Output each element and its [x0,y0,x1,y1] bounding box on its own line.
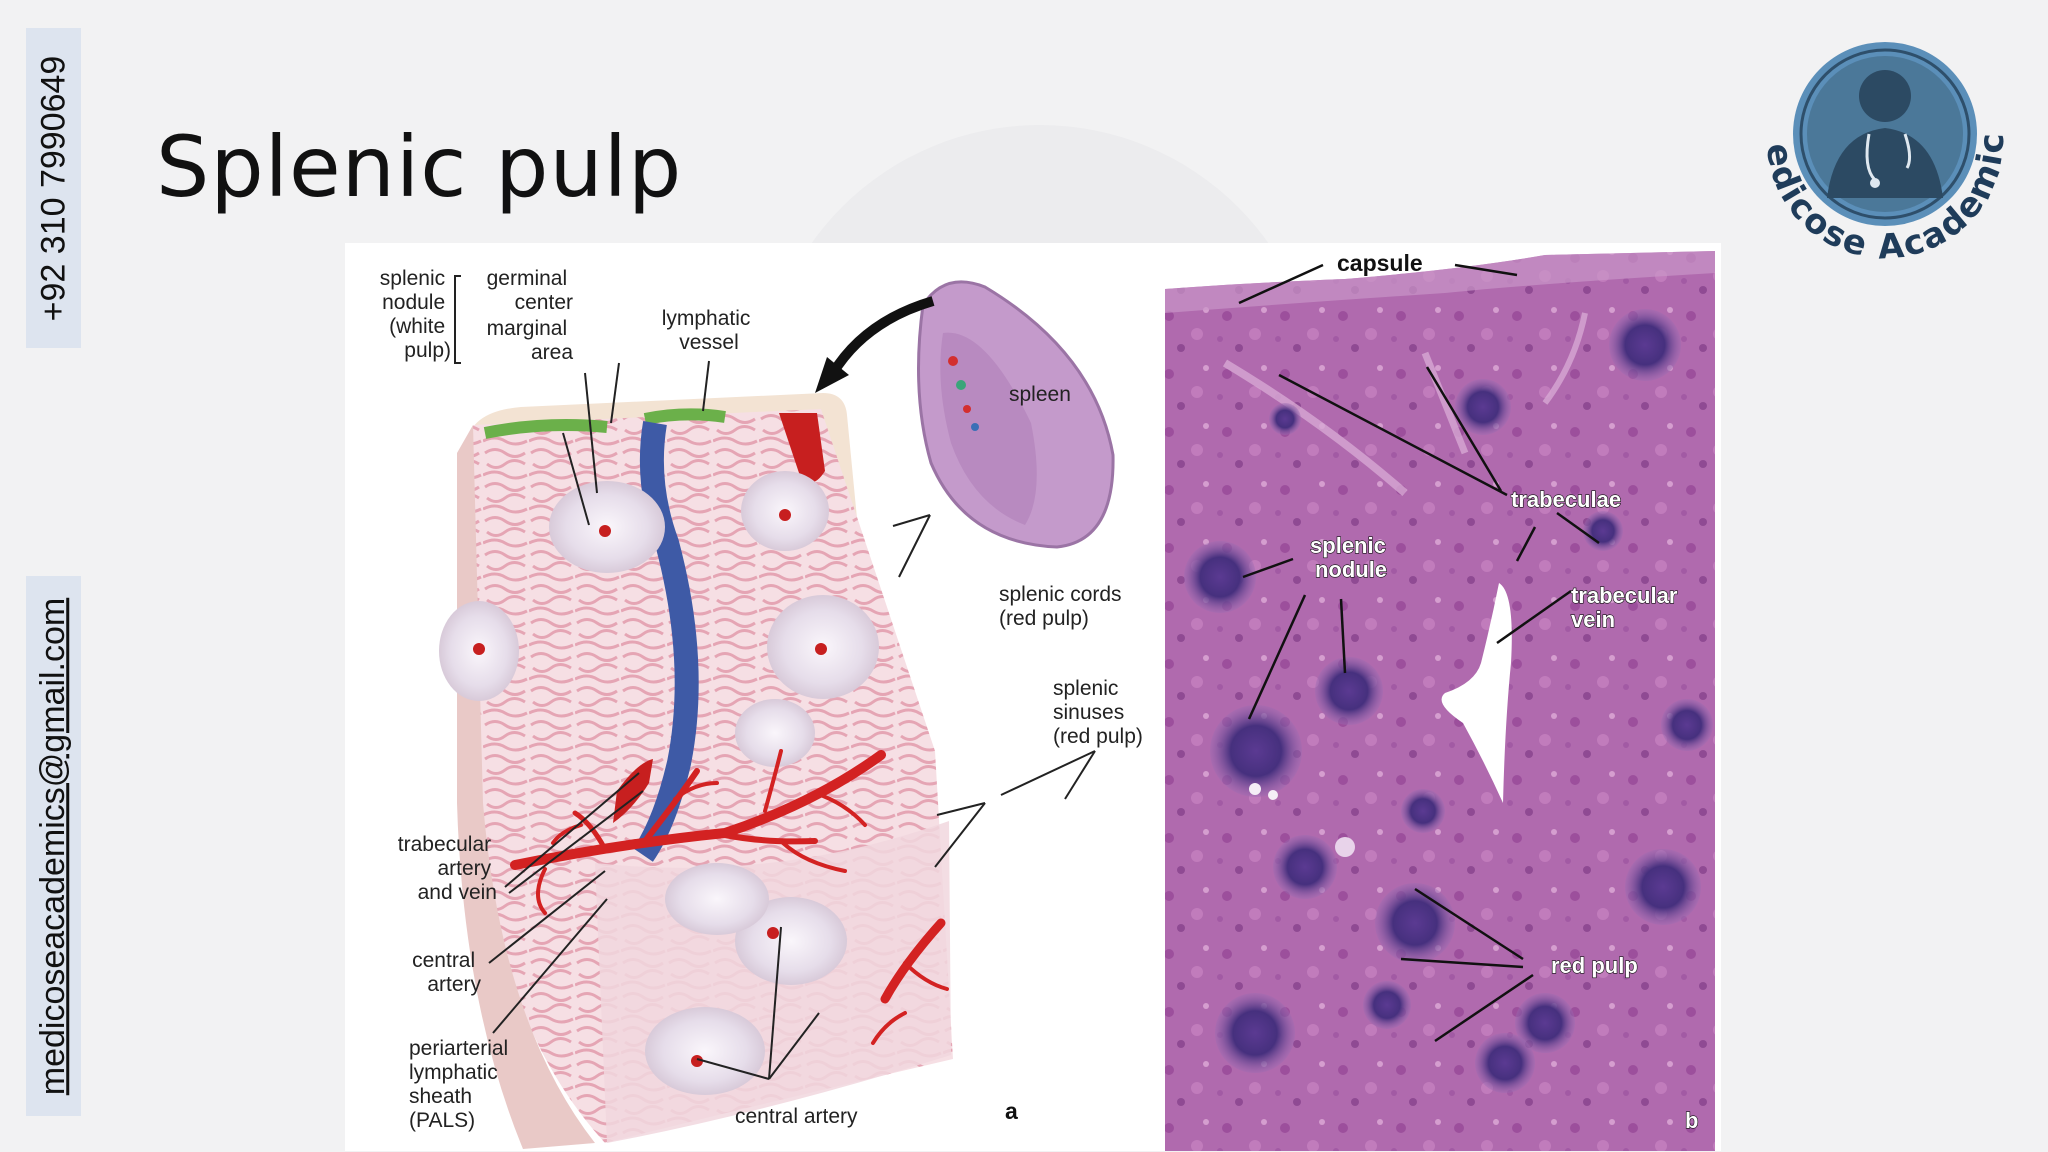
label-splenic-nodule: splenic nodule (white pulp) [380,267,451,362]
panel-b-micrograph: capsule trabeculae splenic nodule trabec… [1165,250,1715,1151]
slide-title: Splenic pulp [156,118,683,216]
trabecular-vein-lumen [1441,583,1512,803]
figure-svg: splenic nodule (white pulp) germinal cen… [380,250,1715,1151]
panel-a-labels: splenic nodule (white pulp) germinal cen… [380,267,1143,1132]
phone-strip: +92 310 7990649 [26,28,81,348]
label-pals: periarterial lymphatic sheath (PALS) [409,1037,514,1132]
panel-b-labels: capsule trabeculae splenic nodule trabec… [1309,250,1699,1134]
label-trabeculae: trabeculae [1511,487,1621,512]
label-trabecular-artery-vein: trabecular artery and vein [398,833,497,904]
panel-b-leader-lines [1238,263,1600,1043]
email-strip: medicoseacademics@gmail.com [26,576,81,1116]
label-splenic-sinuses: splenic sinuses (red pulp) [1053,677,1143,748]
trabecular-vessel-top [779,413,825,483]
doctor-stethoscope-icon [1827,70,1943,198]
panel-letter-a: a [1005,1098,1018,1124]
panel-a-leader-lines [488,362,986,1080]
lymphoid-nodules [1184,309,1713,1093]
label-red-pulp: red pulp [1551,953,1638,978]
label-spleen: spleen [1009,383,1071,406]
curved-arrow [828,296,935,376]
label-trabecular-vein: trabecular vein [1571,583,1684,632]
email-link[interactable]: medicoseacademics@gmail.com [34,597,72,1095]
panel-a-schematic: splenic nodule (white pulp) germinal cen… [380,267,1143,1149]
label-lymphatic-vessel: lymphatic vessel [662,307,757,354]
label-splenic-nodule-b: splenic nodule [1310,533,1392,582]
panel-letter-b: b [1685,1108,1698,1133]
central-artery-branches [510,749,949,1045]
splenic-pulp-figure: splenic nodule (white pulp) germinal cen… [345,243,1721,1151]
phone-number[interactable]: +92 310 7990649 [34,55,73,321]
label-capsule: capsule [1337,250,1423,276]
lymphatic-vessel [632,421,699,862]
label-marginal-area: marginal area [487,317,574,364]
label-splenic-cords: splenic cords (red pulp) [999,583,1127,630]
spleen-organ [917,280,1115,549]
white-pulp-nodules [439,471,879,1095]
label-central-artery-left: central artery [412,949,481,996]
label-central-artery-bottom: central artery [735,1105,858,1128]
label-germinal-center: germinal center [487,267,573,314]
